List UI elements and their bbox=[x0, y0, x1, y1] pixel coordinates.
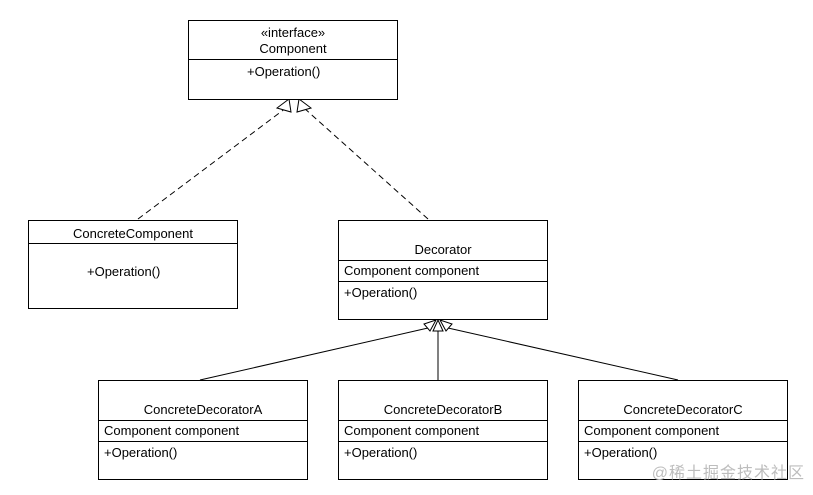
divider bbox=[339, 260, 547, 261]
concrete-decorator-b-operation: +Operation() bbox=[344, 445, 418, 460]
realization-arrowhead-left bbox=[275, 98, 292, 113]
inheritance-arrowhead-a bbox=[423, 319, 438, 332]
concrete-component-class: ConcreteComponent +Operation() bbox=[28, 220, 238, 309]
watermark-text: @稀土掘金技术社区 bbox=[651, 465, 805, 482]
inheritance-arrowhead-c bbox=[438, 319, 453, 332]
divider bbox=[29, 243, 237, 244]
interface-stereotype: «interface» bbox=[260, 25, 326, 40]
concrete-decorator-b-name: ConcreteDecoratorB bbox=[383, 402, 503, 417]
inheritance-arrowhead-b bbox=[432, 318, 444, 332]
divider bbox=[579, 441, 787, 442]
concrete-component-name: ConcreteComponent bbox=[73, 226, 193, 241]
decorator-operation: +Operation() bbox=[344, 285, 418, 300]
divider bbox=[339, 420, 547, 421]
divider bbox=[189, 59, 397, 60]
inheritance-line-a bbox=[199, 327, 429, 381]
realization-line-concrete-component bbox=[137, 107, 287, 220]
decorator-name: Decorator bbox=[414, 242, 472, 257]
decorator-class: Decorator Component component +Operation… bbox=[338, 220, 548, 320]
decorator-attribute: Component component bbox=[344, 263, 480, 278]
concrete-decorator-c-attribute: Component component bbox=[584, 423, 720, 438]
concrete-decorator-a-name: ConcreteDecoratorA bbox=[143, 402, 263, 417]
divider bbox=[339, 441, 547, 442]
divider bbox=[99, 441, 307, 442]
concrete-component-operation: +Operation() bbox=[87, 264, 161, 279]
realization-arrowhead-right bbox=[296, 98, 313, 113]
divider bbox=[339, 281, 547, 282]
concrete-decorator-a-attribute: Component component bbox=[104, 423, 240, 438]
divider bbox=[99, 420, 307, 421]
concrete-decorator-c-class: ConcreteDecoratorC Component component +… bbox=[578, 380, 788, 480]
interface-component-class: «interface» Component +Operation() bbox=[188, 20, 398, 100]
concrete-decorator-b-attribute: Component component bbox=[344, 423, 480, 438]
inheritance-line-c bbox=[447, 327, 679, 381]
interface-name: Component bbox=[259, 41, 327, 56]
concrete-decorator-a-operation: +Operation() bbox=[104, 445, 178, 460]
concrete-decorator-b-class: ConcreteDecoratorB Component component +… bbox=[338, 380, 548, 480]
concrete-decorator-c-name: ConcreteDecoratorC bbox=[623, 402, 743, 417]
concrete-decorator-a-class: ConcreteDecoratorA Component component +… bbox=[98, 380, 308, 480]
divider bbox=[579, 420, 787, 421]
concrete-decorator-c-operation: +Operation() bbox=[584, 445, 658, 460]
realization-line-decorator bbox=[303, 107, 429, 220]
interface-operation: +Operation() bbox=[247, 64, 321, 79]
